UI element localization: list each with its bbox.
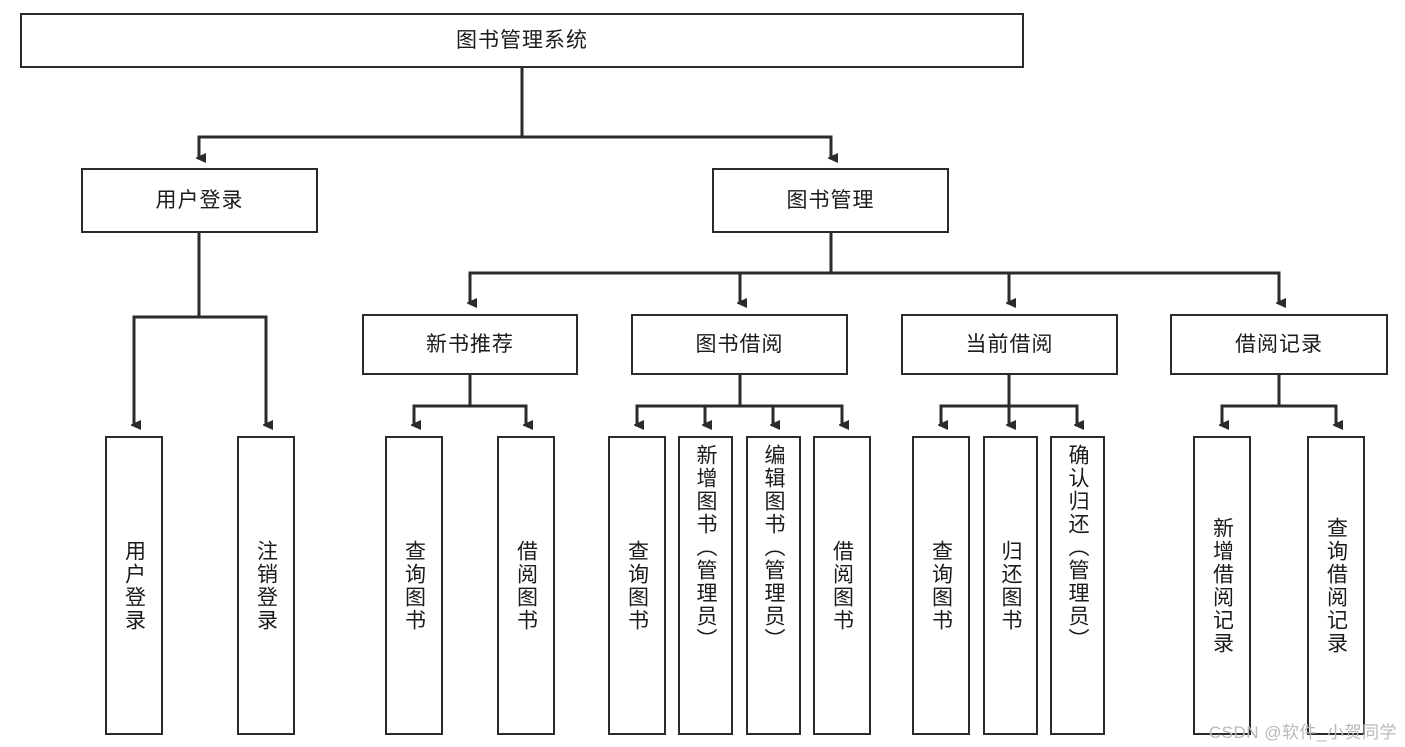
node-book-borrow[interactable]: 图书借阅 bbox=[631, 314, 848, 375]
leaf-borrow-borrow-book[interactable]: 借阅图书 bbox=[813, 436, 871, 735]
node-borrow-record[interactable]: 借阅记录 bbox=[1170, 314, 1388, 375]
leaf-current-query-book[interactable]: 查询图书 bbox=[912, 436, 970, 735]
leaf-new-book-borrow-book[interactable]: 借阅图书 bbox=[497, 436, 555, 735]
node-book-manage[interactable]: 图书管理 bbox=[712, 168, 949, 233]
leaf-borrow-add-book-admin[interactable]: 新增图书（管理员） bbox=[678, 436, 733, 735]
node-current-borrow[interactable]: 当前借阅 bbox=[901, 314, 1118, 375]
leaf-borrow-edit-book-admin[interactable]: 编辑图书（管理员） bbox=[746, 436, 801, 735]
leaf-new-book-query-book[interactable]: 查询图书 bbox=[385, 436, 443, 735]
leaf-user-login[interactable]: 用户登录 bbox=[105, 436, 163, 735]
leaf-current-return-book[interactable]: 归还图书 bbox=[983, 436, 1038, 735]
leaf-logout-login[interactable]: 注销登录 bbox=[237, 436, 295, 735]
leaf-current-confirm-return-admin[interactable]: 确认归还（管理员） bbox=[1050, 436, 1105, 735]
leaf-record-query-borrow-record[interactable]: 查询借阅记录 bbox=[1307, 436, 1365, 735]
leaf-borrow-query-book[interactable]: 查询图书 bbox=[608, 436, 666, 735]
leaf-record-add-borrow-record[interactable]: 新增借阅记录 bbox=[1193, 436, 1251, 735]
node-user-login[interactable]: 用户登录 bbox=[81, 168, 318, 233]
watermark-credit: CSDN @软件_小贺同学 bbox=[1208, 723, 1397, 742]
node-new-book-recommend[interactable]: 新书推荐 bbox=[362, 314, 578, 375]
node-root-system[interactable]: 图书管理系统 bbox=[20, 13, 1024, 68]
